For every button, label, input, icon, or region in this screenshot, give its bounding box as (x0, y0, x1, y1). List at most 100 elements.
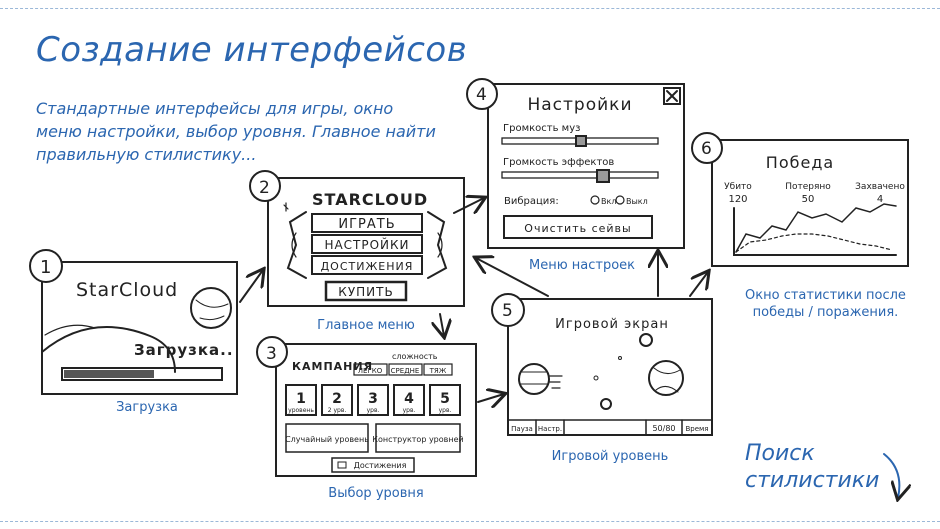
level-select-number-circle (256, 336, 288, 368)
clear-saves-label: Очистить сейвы (524, 222, 631, 235)
level-select-frame (275, 343, 477, 477)
loading-progress-fill (64, 370, 154, 378)
game-header: Игровой экран (555, 317, 669, 332)
loading-number: 1 (40, 257, 51, 278)
level-4-button (393, 384, 425, 416)
menu-buy-button (324, 280, 408, 302)
game-settings-button: Настр. (538, 425, 562, 433)
arrow-loading-to-menu (239, 270, 263, 303)
screen-stats[interactable] (691, 132, 909, 267)
level-select-number: 3 (266, 344, 277, 364)
level-4-num: 4 (404, 391, 414, 407)
settings-header: Настройки (527, 95, 632, 115)
screen-game[interactable] (491, 293, 713, 436)
vibration-off-radio (615, 195, 625, 205)
settings-number-circle (466, 78, 498, 110)
level-1-button (285, 384, 317, 416)
main-menu-logo: STARCLOUD (312, 190, 428, 209)
level-2-button (321, 384, 353, 416)
menu-settings-button (311, 234, 423, 254)
loading-progress-bar (61, 367, 223, 381)
level-1-num: 1 (296, 391, 306, 407)
screen-level-select[interactable] (256, 336, 477, 477)
game-frame (507, 298, 713, 436)
vibration-on-label: Вкл (601, 197, 616, 206)
settings-frame (487, 83, 685, 249)
screen-main-menu[interactable] (249, 170, 465, 307)
stats-frame (711, 139, 909, 267)
menu-achievements-button (311, 255, 423, 275)
main-menu-number-circle (249, 170, 281, 202)
vibration-label: Вибрация: (504, 196, 559, 207)
game-counter: 50/80 (652, 424, 675, 433)
stats-captured-value: 4 (877, 194, 883, 205)
loading-logo: StarCloud (76, 279, 178, 301)
stats-captured-label: Захвачено (855, 182, 905, 192)
bottom-dashed-line (0, 521, 940, 522)
menu-item-play: ИГРАТЬ (338, 217, 395, 232)
screen-loading[interactable] (29, 249, 238, 395)
settings-close-button (663, 87, 681, 105)
arrow-menu-to-levels (440, 313, 444, 336)
constructor-button (375, 423, 461, 453)
level-5-num: 5 (440, 391, 450, 407)
menu-item-buy: КУПИТЬ (338, 285, 393, 299)
difficulty-easy-label: ЛЕГКО (358, 367, 383, 375)
clear-saves-button (503, 215, 653, 239)
random-level-button (285, 423, 369, 453)
search-style-label: Поиск стилистики (745, 440, 879, 494)
menu-play-button (311, 213, 423, 233)
trophy-icon (337, 461, 347, 469)
stats-number: 6 (701, 139, 712, 159)
campaign-header: КАМПАНИЯ (292, 360, 373, 373)
difficulty-medium (388, 363, 423, 376)
arrow-search-down (883, 453, 899, 498)
achievements-button (331, 457, 415, 473)
arrow-game-to-settings (476, 258, 549, 297)
difficulty-hard-label: ТЯЖ (429, 367, 447, 375)
caption-main-menu: Главное меню (317, 318, 415, 333)
loading-number-circle (29, 249, 63, 283)
caption-loading: Загрузка (116, 400, 178, 415)
stats-graph-axes (733, 207, 897, 256)
asteroid-small-icon (600, 398, 612, 410)
star-icon (283, 202, 289, 212)
arrow-levels-to-game (477, 394, 504, 402)
caption-settings: Меню настроек (528, 258, 636, 273)
settings-number: 4 (476, 85, 487, 105)
difficulty-easy (353, 363, 388, 376)
small-planet-icon (190, 287, 232, 329)
music-slider-thumb (575, 135, 587, 147)
achievements-label: Достижения (354, 461, 407, 470)
difficulty-label: сложность (392, 352, 438, 361)
difficulty-hard (423, 363, 453, 376)
loading-frame (41, 261, 238, 395)
vibration-off-label: Выкл (626, 197, 648, 206)
caption-stats: Окно статистики после победы / поражения… (745, 288, 906, 320)
asteroid-icon (639, 333, 653, 347)
random-level-label: Случайный уровень (285, 435, 369, 444)
fleet-icon (549, 375, 563, 389)
game-time: Время (685, 425, 708, 433)
effects-slider-thumb (596, 169, 610, 183)
stats-lost-value: 50 (802, 194, 815, 205)
stats-header: Победа (766, 153, 834, 172)
main-menu-frame (267, 177, 465, 307)
vibration-on-radio (590, 195, 600, 205)
screen-settings[interactable] (466, 78, 685, 249)
arrow-menu-to-settings (453, 198, 484, 213)
menu-item-achievements: ДОСТИЖЕНИЯ (321, 260, 414, 273)
loading-text: Загрузка.. (134, 341, 234, 359)
level-5-label: урв. (439, 407, 452, 414)
game-number: 5 (502, 301, 513, 321)
menu-item-settings: НАСТРОЙКИ (324, 237, 409, 252)
planet-arc-icon (41, 326, 176, 373)
menu-right-ornament (427, 211, 448, 279)
arrow-game-to-stats (689, 272, 708, 297)
constructor-label: Конструктор уровней (372, 435, 463, 444)
level-5-button (429, 384, 461, 416)
page-subtitle: Стандартные интерфейсы для игры, окно ме… (36, 99, 436, 164)
effects-volume-label: Громкость эффектов (503, 157, 614, 168)
level-3-button (357, 384, 389, 416)
